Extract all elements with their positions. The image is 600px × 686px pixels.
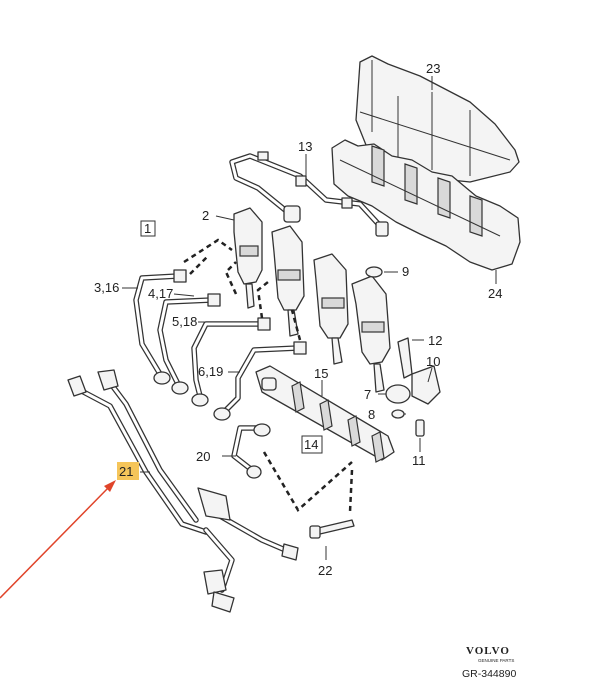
label-15: 15 xyxy=(314,366,328,381)
label-24: 24 xyxy=(488,286,502,301)
label-10: 10 xyxy=(426,354,440,369)
sensor-parts xyxy=(385,337,441,452)
label-2: 2 xyxy=(202,208,209,223)
label-5-18: 5,18 xyxy=(172,314,197,329)
brand-subtitle: GENUINE PARTS xyxy=(478,658,514,663)
label-8: 8 xyxy=(368,407,375,422)
label-12: 12 xyxy=(428,333,442,348)
label-4-17: 4,17 xyxy=(148,286,173,301)
part-22-bolt xyxy=(309,519,355,560)
diagram-reference: GR-344890 xyxy=(462,668,516,680)
part-9-seal-ring xyxy=(365,266,398,278)
label-14: 14 xyxy=(304,437,318,452)
label-9: 9 xyxy=(402,264,409,279)
label-20: 20 xyxy=(196,449,210,464)
label-11: 11 xyxy=(412,453,426,468)
part-13-return-line xyxy=(229,151,389,237)
label-22: 22 xyxy=(318,563,332,578)
pointer-arrow xyxy=(0,480,116,599)
high-pressure-pipes xyxy=(133,269,307,421)
brand-block: VOLVO GENUINE PARTS GR-344890 xyxy=(462,645,516,680)
callout-labels: 23 13 2 1 9 24 3,16 4,17 5,18 12 10 6,19… xyxy=(94,61,502,578)
part-20-pipe xyxy=(231,423,271,479)
part-15-fuel-rail xyxy=(255,365,395,463)
label-3-16: 3,16 xyxy=(94,280,119,295)
label-23: 23 xyxy=(426,61,440,76)
label-13: 13 xyxy=(298,139,312,154)
part-24-gasket xyxy=(331,139,521,271)
brand-name: VOLVO xyxy=(466,645,510,657)
label-1: 1 xyxy=(144,221,151,236)
label-7: 7 xyxy=(364,387,371,402)
part-21-fuel-hose xyxy=(67,369,299,613)
label-21: 21 xyxy=(119,464,133,479)
label-leaders xyxy=(122,76,497,473)
dashed-connectors xyxy=(183,238,354,513)
part-2-injectors xyxy=(233,207,391,393)
label-6-19: 6,19 xyxy=(198,364,223,379)
label-21-highlight xyxy=(117,462,139,480)
